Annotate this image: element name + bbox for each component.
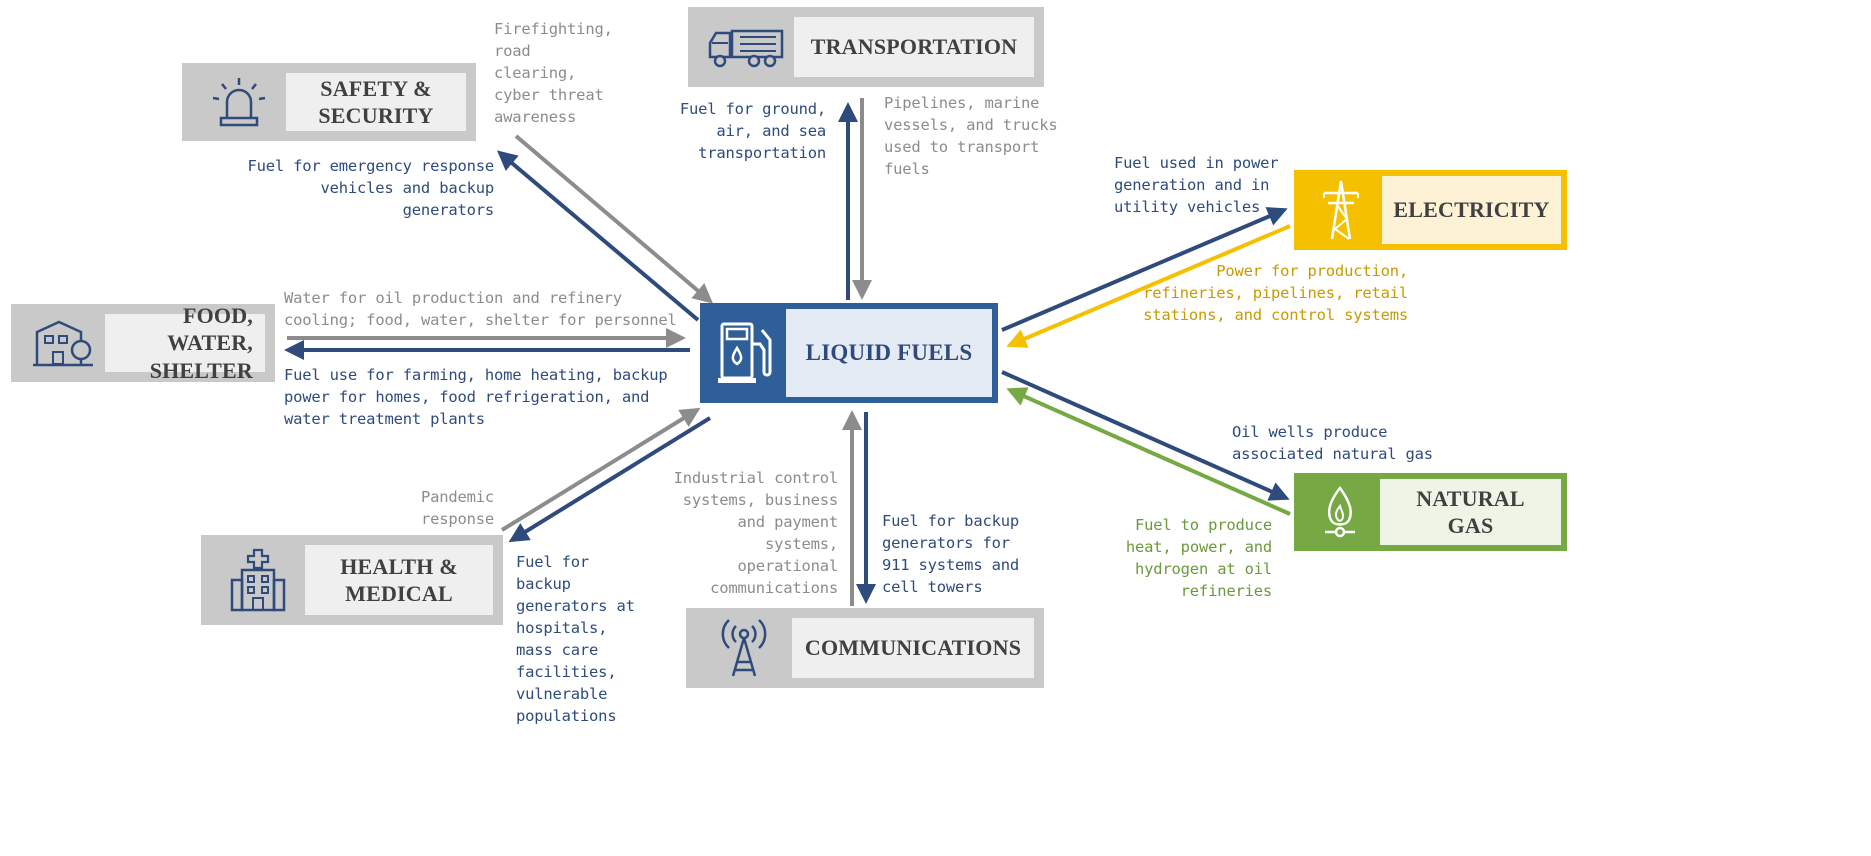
node-safety-security: SAFETY & SECURITY xyxy=(182,63,476,141)
note-transport-in: Pipelines, marine vessels, and trucks us… xyxy=(884,94,1058,178)
arrow-natural-gas-to-fuel xyxy=(1006,387,1291,516)
transmission-tower-icon xyxy=(1300,176,1382,244)
radio-tower-icon xyxy=(696,618,792,678)
note-safety-in: Firefighting, road clearing, cyber threa… xyxy=(494,20,613,126)
node-label: SAFETY & SECURITY xyxy=(286,73,466,131)
arrow-fuel-to-health xyxy=(508,416,712,543)
note-health-in: Pandemic response xyxy=(420,488,494,528)
house-icon xyxy=(21,314,105,372)
note-transport-out: Fuel for ground, air, and sea transporta… xyxy=(679,100,826,162)
note-health-out: Fuel for backup generators at hospitals,… xyxy=(516,553,635,725)
note-food-out: Fuel use for farming, home heating, back… xyxy=(284,366,668,428)
arrow-fuel-to-safety xyxy=(496,150,700,322)
note-comm-in: Industrial control systems, business and… xyxy=(673,469,839,597)
node-label: FOOD, WATER, SHELTER xyxy=(105,303,265,383)
note-food-in: Water for oil production and refinery co… xyxy=(284,289,677,329)
hospital-icon xyxy=(211,545,305,615)
note-electricity-in: Power for production, refineries, pipeli… xyxy=(1143,262,1408,324)
note-electricity-out: Fuel used in power generation and in uti… xyxy=(1114,154,1279,216)
note-gas-in: Fuel to produce heat, power, and hydroge… xyxy=(1125,516,1272,600)
node-electricity: ELECTRICITY xyxy=(1294,170,1567,250)
note-comm-out: Fuel for backup generators for 911 syste… xyxy=(882,512,1019,596)
arrow-fuel-to-natural-gas xyxy=(1001,370,1290,501)
arrow-fuel-to-electricity xyxy=(1001,207,1288,332)
arrow-health-to-fuel xyxy=(500,407,701,532)
node-health-medical: HEALTH & MEDICAL xyxy=(201,535,503,625)
arrow-safety-to-fuel xyxy=(514,134,714,304)
node-label: LIQUID FUELS xyxy=(786,309,992,397)
node-natural-gas: NATURAL GAS xyxy=(1294,473,1567,551)
note-safety-out: Fuel for emergency response vehicles and… xyxy=(247,157,494,219)
node-liquid-fuels: LIQUID FUELS xyxy=(700,303,998,403)
fuel-pump-icon xyxy=(706,309,786,397)
node-label: ELECTRICITY xyxy=(1382,176,1561,244)
node-label: COMMUNICATIONS xyxy=(792,618,1034,678)
node-food-water-shelter: FOOD, WATER, SHELTER xyxy=(11,303,275,383)
node-label: NATURAL GAS xyxy=(1380,479,1561,545)
node-label: TRANSPORTATION xyxy=(794,17,1034,77)
node-transportation: TRANSPORTATION xyxy=(688,7,1044,87)
truck-icon xyxy=(698,17,794,77)
arrow-electricity-to-fuel xyxy=(1006,224,1291,348)
node-communications: COMMUNICATIONS xyxy=(686,608,1044,688)
node-label: HEALTH & MEDICAL xyxy=(305,545,493,615)
flame-icon xyxy=(1300,479,1380,545)
siren-icon xyxy=(192,73,286,131)
note-gas-out: Oil wells produce associated natural gas xyxy=(1232,423,1433,463)
